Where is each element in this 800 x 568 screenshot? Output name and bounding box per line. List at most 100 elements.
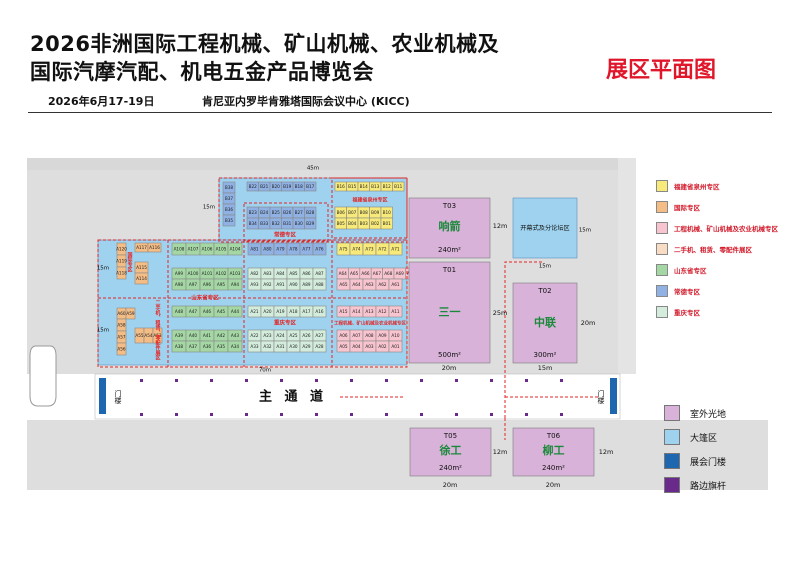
event-venue: 肯尼亚内罗毕肯雅塔国际会议中心 (KICC) bbox=[202, 95, 410, 108]
dim-label: 15m bbox=[97, 328, 109, 334]
booth-label: A64 bbox=[352, 282, 361, 287]
flag-pole bbox=[245, 379, 248, 382]
flag-pole bbox=[455, 379, 458, 382]
booth-label: A86 bbox=[302, 271, 311, 276]
booth bbox=[304, 217, 317, 230]
outdoor-lot-name: 柳工 bbox=[543, 443, 565, 457]
booth-label: B31 bbox=[283, 221, 292, 226]
booth-label: B01 bbox=[383, 221, 392, 226]
walk-path bbox=[340, 396, 506, 440]
booth-label: A32 bbox=[263, 344, 272, 349]
booth bbox=[152, 327, 163, 344]
dim-label: 25m bbox=[493, 309, 508, 317]
flag-pole bbox=[280, 379, 283, 382]
legend-item-zone: 工程机械、矿山机械及农业机械专区 bbox=[656, 222, 778, 234]
booth-label: A99 bbox=[175, 271, 184, 276]
floor-plan-badge: 展区平面图 bbox=[606, 58, 717, 83]
outdoor-lot-name: 响箭 bbox=[439, 219, 461, 233]
dim-label: 15m bbox=[97, 266, 109, 272]
booth-label: B18 bbox=[295, 184, 304, 189]
legend-label: 二手机、租赁、零配件展区 bbox=[674, 246, 752, 254]
booth-label: A54 bbox=[144, 333, 153, 338]
legend-swatch bbox=[656, 285, 668, 297]
booth-label: B37 bbox=[225, 196, 234, 201]
booth-label: A74 bbox=[352, 247, 361, 252]
outdoor-lot-name: 徐工 bbox=[439, 443, 462, 457]
booth-label: A46 bbox=[203, 309, 212, 314]
booth-label: B03 bbox=[360, 221, 369, 226]
zone-outline-changde bbox=[243, 202, 329, 242]
outdoor-lot bbox=[408, 261, 491, 364]
legend-swatch bbox=[656, 180, 668, 192]
zone-label-engineering: 工程机械、矿山机械及农业机械专区 bbox=[334, 320, 406, 327]
tent-open-area bbox=[512, 197, 578, 259]
flag-pole bbox=[280, 413, 283, 416]
booth-label: A105 bbox=[216, 247, 227, 252]
booth-label: A14 bbox=[352, 309, 361, 314]
legend-item-zone: 国际专区 bbox=[656, 201, 700, 213]
booth-label: A68 bbox=[384, 271, 393, 276]
booth-label: B14 bbox=[360, 184, 369, 189]
flag-pole bbox=[525, 413, 528, 416]
dim-label: 12m bbox=[493, 222, 508, 230]
booth bbox=[312, 340, 327, 353]
outdoor-lot bbox=[408, 197, 491, 259]
flag-pole bbox=[525, 379, 528, 382]
booth-label: A95 bbox=[217, 282, 226, 287]
outdoor-lot-area: 300m² bbox=[534, 351, 557, 359]
main-road-label: 主 通 道 bbox=[259, 389, 327, 405]
booth-label: A16 bbox=[315, 309, 324, 314]
zone-label-international: 国际专区 bbox=[127, 251, 133, 273]
legend-label: 工程机械、矿山机械及农业机械专区 bbox=[674, 225, 778, 233]
booth-label: A104 bbox=[230, 247, 241, 252]
booth-label: A82 bbox=[250, 271, 259, 276]
legend-label: 路边旗杆 bbox=[690, 481, 727, 492]
outdoor-lot-name: 三一 bbox=[439, 306, 461, 319]
flag-pole bbox=[560, 379, 563, 382]
booth-label: A72 bbox=[378, 247, 387, 252]
booth bbox=[388, 340, 403, 353]
outdoor-lot-id: T01 bbox=[442, 266, 456, 274]
booth-label: A75 bbox=[339, 247, 348, 252]
flag-pole bbox=[455, 413, 458, 416]
booth-label: A23 bbox=[263, 333, 272, 338]
flag-pole bbox=[315, 379, 318, 382]
outdoor-lot-name: 中联 bbox=[534, 315, 556, 329]
booth-label: A22 bbox=[250, 333, 259, 338]
booth-label: A47 bbox=[189, 309, 198, 314]
booth-label: A15 bbox=[339, 309, 348, 314]
legend-item-zone: 福建省泉州专区 bbox=[656, 180, 720, 192]
legend-item-type: 路边旗杆 bbox=[664, 477, 726, 493]
zone-outline-fujian bbox=[331, 177, 408, 239]
booth-label: A67 bbox=[373, 271, 382, 276]
booth-label: A76 bbox=[315, 247, 324, 252]
booth bbox=[380, 217, 393, 230]
booth-label: A114 bbox=[136, 276, 147, 281]
dim-label: 15m bbox=[579, 228, 591, 234]
zone-label-fujian: 福建省泉州专区 bbox=[351, 197, 387, 204]
booth-label: B25 bbox=[272, 210, 281, 215]
booth bbox=[227, 340, 243, 353]
dim-label: 20m bbox=[443, 481, 458, 489]
booth-label: A115 bbox=[136, 265, 147, 270]
booth-label: B33 bbox=[260, 221, 269, 226]
booth-label: A62 bbox=[378, 282, 387, 287]
booth-label: A120 bbox=[116, 247, 127, 252]
flag-pole bbox=[350, 413, 353, 416]
booth-label: B09 bbox=[371, 210, 380, 215]
booth-label: B27 bbox=[295, 210, 304, 215]
booth bbox=[388, 242, 403, 256]
booth-label: A94 bbox=[231, 282, 240, 287]
booth-label: A93 bbox=[250, 282, 259, 287]
booth-label: B05 bbox=[337, 221, 346, 226]
booth-label: B26 bbox=[283, 210, 292, 215]
outdoor-lot-area: 240m² bbox=[438, 246, 461, 254]
flag-pole bbox=[140, 379, 143, 382]
open-area-label: 开幕式及分论坛区 bbox=[520, 224, 570, 232]
booth-label: A103 bbox=[230, 271, 241, 276]
booth-label: A36 bbox=[203, 344, 212, 349]
legend-label: 大篷区 bbox=[690, 433, 718, 444]
outdoor-lot bbox=[512, 282, 578, 364]
booth bbox=[116, 266, 127, 280]
